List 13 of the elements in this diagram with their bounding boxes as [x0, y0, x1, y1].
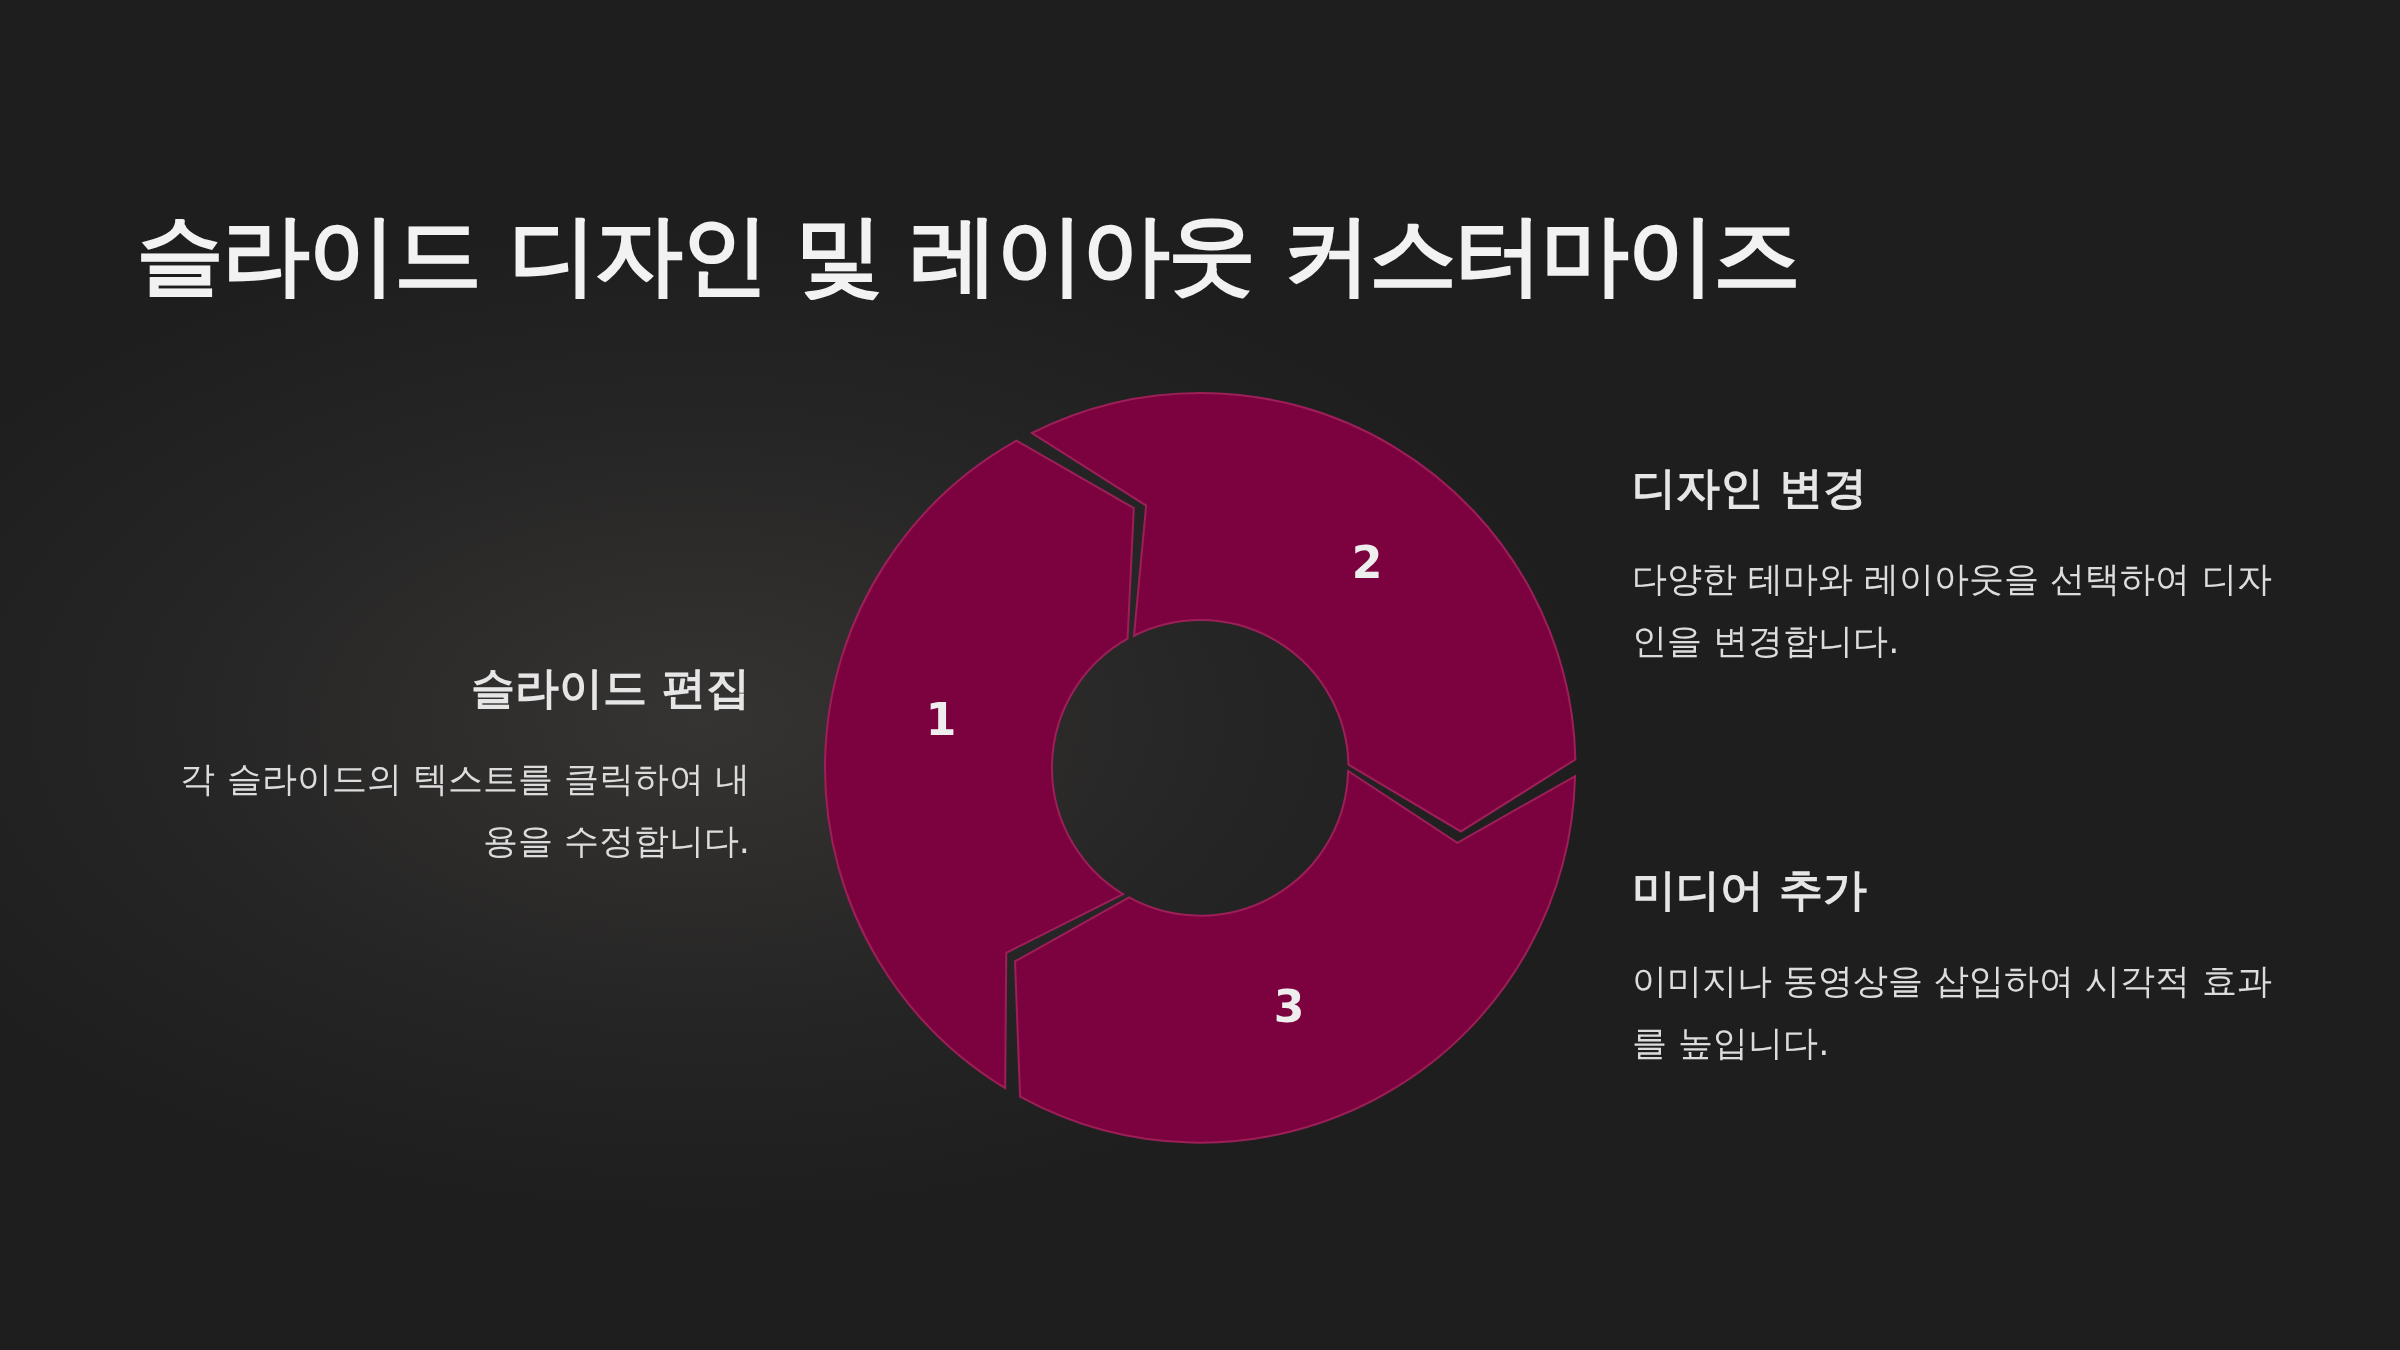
ring-segment	[1014, 771, 1575, 1143]
step-number: 3	[1272, 980, 1306, 1034]
step-number: 1	[924, 693, 958, 747]
step-description: 이미지나 동영상을 삽입하여 시각적 효과를 높입니다.	[1632, 960, 2273, 1065]
ring-segment	[1031, 393, 1575, 832]
step-description: 각 슬라이드의 텍스트를 클릭하여 내용을 수정합니다.	[179, 758, 750, 863]
title: 슬라이드 디자인 및 레이아웃 커스터마이즈	[136, 202, 1799, 308]
step-heading: 디자인 변경	[1632, 461, 1869, 515]
step-number: 2	[1350, 536, 1384, 590]
ring-segment	[825, 442, 1134, 1089]
step-description: 다양한 테마와 레이아웃을 선택하여 디자인을 변경합니다.	[1632, 558, 2273, 663]
step-heading: 미디어 추가	[1632, 863, 1869, 917]
step-heading: 슬라이드 편집	[469, 661, 750, 715]
